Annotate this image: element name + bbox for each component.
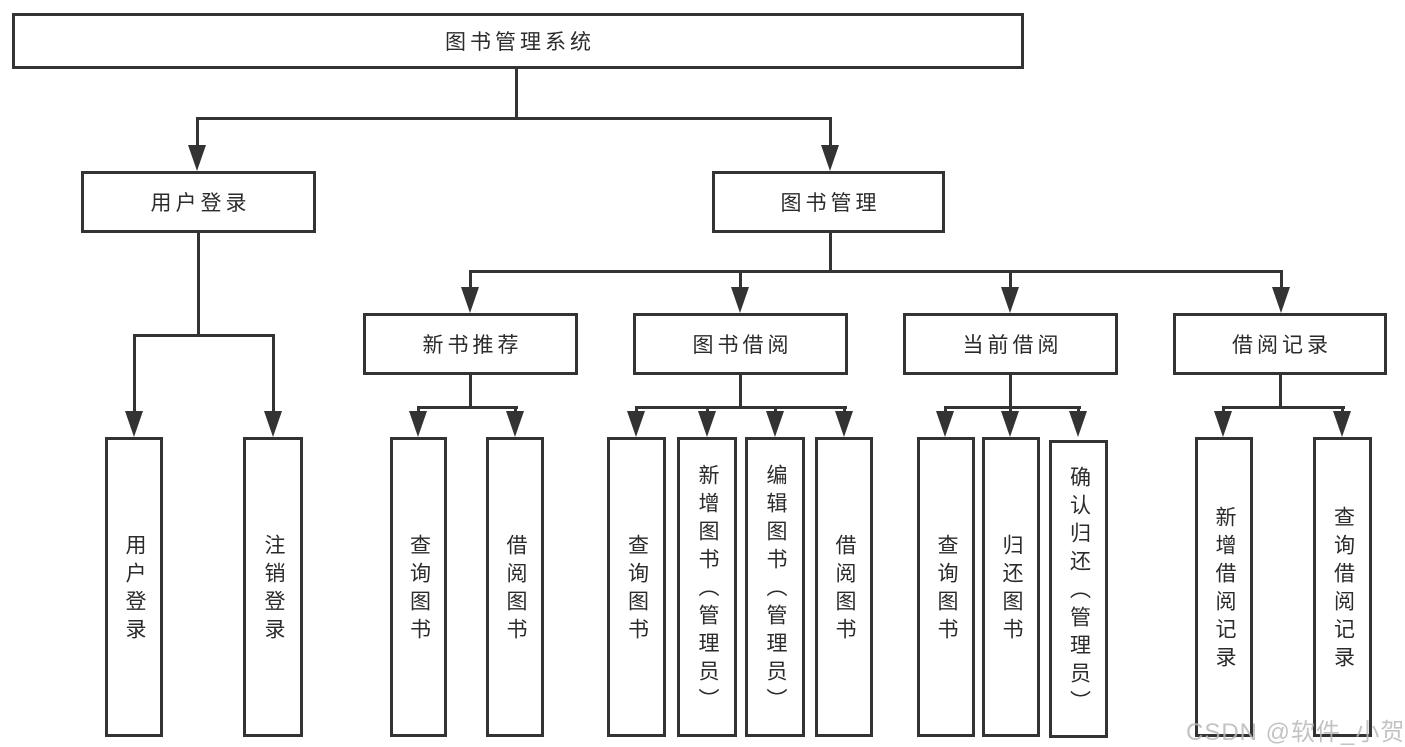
- arrowhead-down-icon: [1333, 411, 1351, 437]
- arrowhead-down-icon: [264, 411, 282, 437]
- leaf-cb-return-books: 归还图书: [982, 437, 1040, 737]
- connector-line: [944, 406, 1081, 409]
- arrowhead-down-icon: [731, 287, 749, 313]
- connector-line: [635, 406, 847, 409]
- arrowhead-down-icon: [821, 145, 839, 171]
- arrowhead-down-icon: [627, 411, 645, 437]
- leaf-nbr-query-books: 查询图书: [390, 437, 447, 737]
- connector-line: [739, 270, 742, 290]
- node-borrow-records: 借阅记录: [1173, 313, 1387, 375]
- leaf-br-add-record: 新增借阅记录: [1195, 437, 1253, 737]
- connector-line: [133, 334, 136, 416]
- leaf-cb-query-books: 查询图书: [917, 437, 975, 737]
- node-new-book-recommend: 新书推荐: [363, 313, 578, 375]
- arrowhead-down-icon: [125, 411, 143, 437]
- arrowhead-down-icon: [1001, 287, 1019, 313]
- leaf-bb-query-books: 查询图书: [607, 437, 666, 737]
- arrowhead-down-icon: [1069, 411, 1087, 437]
- arrowhead-down-icon: [461, 287, 479, 313]
- connector-line: [739, 375, 742, 409]
- leaf-bb-add-books-admin: 新增图书（管理员）: [677, 437, 737, 737]
- node-current-borrow: 当前借阅: [903, 313, 1118, 375]
- leaf-br-query-record: 查询借阅记录: [1313, 437, 1372, 737]
- arrowhead-down-icon: [766, 411, 784, 437]
- arrowhead-down-icon: [188, 145, 206, 171]
- node-root-system: 图书管理系统: [12, 13, 1024, 69]
- connector-line: [469, 270, 472, 290]
- leaf-user-login: 用户登录: [105, 437, 163, 737]
- leaf-cb-confirm-return-admin: 确认归还（管理员）: [1049, 440, 1108, 738]
- arrowhead-down-icon: [698, 411, 716, 437]
- leaf-bb-edit-books-admin: 编辑图书（管理员）: [745, 437, 805, 737]
- connector-line: [829, 117, 832, 148]
- connector-line: [197, 233, 200, 337]
- arrowhead-down-icon: [506, 411, 524, 437]
- connector-line: [417, 406, 518, 409]
- connector-line: [196, 117, 832, 120]
- connector-line: [1009, 270, 1012, 290]
- connector-line: [1280, 270, 1283, 290]
- arrowhead-down-icon: [1272, 287, 1290, 313]
- connector-line: [829, 233, 832, 273]
- leaf-logout: 注销登录: [243, 437, 303, 737]
- connector-line: [469, 270, 1283, 273]
- arrowhead-down-icon: [1214, 411, 1232, 437]
- arrowhead-down-icon: [1001, 411, 1019, 437]
- connector-line: [133, 334, 275, 337]
- connector-line: [1009, 375, 1012, 409]
- leaf-nbr-borrow-books: 借阅图书: [486, 437, 544, 737]
- node-user-login: 用户登录: [81, 171, 316, 233]
- node-book-borrow: 图书借阅: [633, 313, 848, 375]
- connector-line: [1222, 406, 1345, 409]
- connector-line: [469, 375, 472, 409]
- watermark: CSDN @软件_小贺同学: [1186, 719, 1405, 746]
- arrowhead-down-icon: [409, 411, 427, 437]
- connector-line: [1279, 375, 1282, 409]
- arrowhead-down-icon: [936, 411, 954, 437]
- leaf-bb-borrow-books: 借阅图书: [815, 437, 873, 737]
- arrowhead-down-icon: [835, 411, 853, 437]
- connector-line: [515, 69, 518, 120]
- connector-line: [272, 334, 275, 416]
- connector-line: [196, 117, 199, 148]
- node-book-management: 图书管理: [712, 171, 945, 233]
